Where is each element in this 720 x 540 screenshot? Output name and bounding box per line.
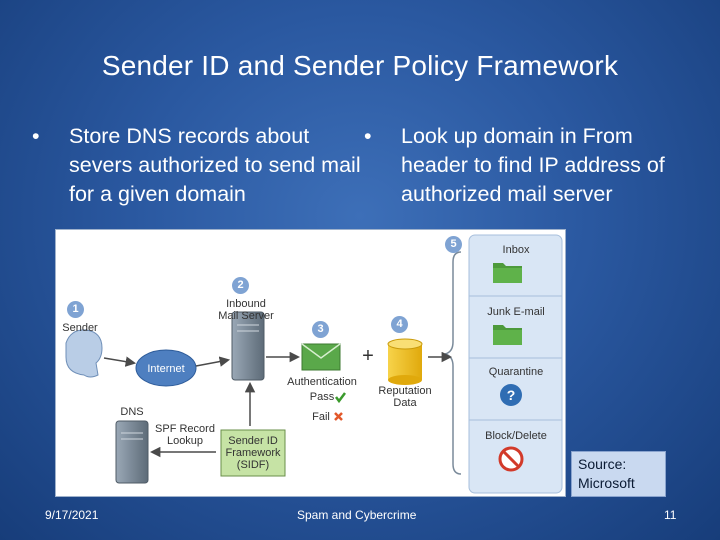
spf-lookup-label: SPF Record Lookup bbox=[155, 423, 215, 447]
block-icon bbox=[498, 446, 524, 472]
bullet-right: • Look up domain in From header to find … bbox=[362, 122, 682, 209]
sender-label: Sender bbox=[62, 322, 98, 334]
fail-label: Fail bbox=[312, 411, 330, 423]
step-3-badge: 3 bbox=[312, 321, 329, 338]
source-box: Source: Microsoft bbox=[571, 451, 666, 497]
dns-label: DNS bbox=[120, 406, 144, 418]
svg-text:?: ? bbox=[507, 387, 516, 403]
bullet-glyph: • bbox=[32, 124, 40, 148]
arrow-sender-internet bbox=[103, 356, 137, 367]
inbound-server-icon bbox=[231, 311, 265, 381]
step-2-badge: 2 bbox=[232, 277, 249, 294]
plus-sign: + bbox=[362, 345, 374, 367]
inbox-label: Inbox bbox=[502, 244, 530, 256]
check-icon bbox=[335, 392, 346, 404]
step-1-badge: 1 bbox=[67, 301, 84, 318]
disposition-panel bbox=[468, 234, 563, 494]
source-name: Microsoft bbox=[578, 475, 635, 491]
bullet-left-text: Store DNS records about severs authorize… bbox=[69, 124, 361, 206]
envelope-icon bbox=[301, 343, 341, 371]
internet-cloud bbox=[135, 349, 197, 387]
pass-label: Pass bbox=[309, 391, 335, 403]
database-icon bbox=[387, 338, 423, 385]
dns-server-icon bbox=[115, 420, 149, 484]
step-5-badge: 5 bbox=[445, 236, 462, 253]
bullet-glyph: • bbox=[364, 124, 372, 148]
disposition-bracket bbox=[444, 251, 462, 475]
block-delete-label: Block/Delete bbox=[485, 430, 547, 442]
sender-id-diagram: ? bbox=[55, 229, 566, 497]
bullet-right-text: Look up domain in From header to find IP… bbox=[401, 124, 665, 206]
x-icon bbox=[334, 412, 343, 421]
footer-date: 9/17/2021 bbox=[45, 508, 99, 522]
sidf-label: Sender ID Framework (SIDF) bbox=[225, 435, 281, 471]
source-label: Source: bbox=[578, 456, 627, 472]
quarantine-label: Quarantine bbox=[488, 366, 544, 378]
bullet-left: • Store DNS records about severs authori… bbox=[30, 122, 365, 209]
sidf-box bbox=[220, 429, 286, 477]
internet-label: Internet bbox=[147, 363, 185, 375]
step-4-badge: 4 bbox=[391, 316, 408, 333]
inbox-folder-icon bbox=[493, 263, 522, 283]
footer-center: Spam and Cybercrime bbox=[297, 508, 417, 522]
junk-folder-icon bbox=[493, 325, 522, 345]
sender-icon bbox=[65, 329, 103, 378]
authentication-label: Authentication bbox=[287, 376, 357, 388]
arrow-internet-server bbox=[195, 356, 231, 367]
reputation-data-label: Reputation Data bbox=[378, 385, 432, 409]
diagram-graphics: ? bbox=[65, 234, 563, 494]
footer-page-number: 11 bbox=[664, 508, 677, 522]
junk-label: Junk E-mail bbox=[487, 306, 545, 318]
help-icon: ? bbox=[500, 384, 522, 406]
inbound-server-label: Inbound Mail Server bbox=[218, 298, 274, 322]
slide-title: Sender ID and Sender Policy Framework bbox=[101, 50, 619, 81]
